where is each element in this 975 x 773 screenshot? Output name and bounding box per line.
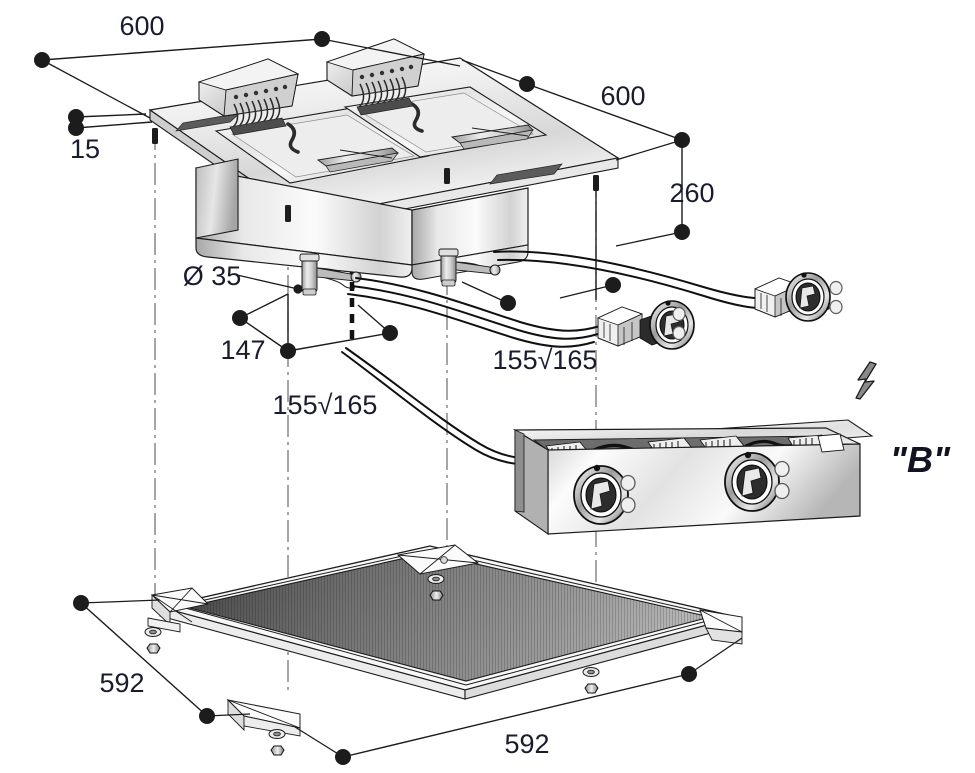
dim-endpoint [232, 310, 248, 326]
base-frame-assembly [144, 544, 743, 756]
label-260-height: 260 [669, 178, 714, 208]
panel-knob-2[interactable] [724, 451, 780, 512]
base-bracket-right [699, 609, 743, 645]
dim-endpoint [199, 708, 215, 724]
leader-centerline-right [559, 284, 614, 299]
leader-592-depth-a [80, 599, 161, 604]
label-diameter-35: Ø 35 [183, 261, 242, 291]
dim-endpoint [68, 109, 84, 125]
leader-600-width-a [41, 59, 151, 119]
detail-b-label: "B" [890, 439, 951, 480]
element-terminals-right [359, 64, 414, 80]
label-15-thickness: 15 [70, 134, 100, 164]
panel-indicators-1 [620, 474, 636, 514]
dim-endpoint [73, 595, 89, 611]
panel-knob-1[interactable] [573, 464, 629, 525]
thermostat-knob-left[interactable] [649, 300, 695, 350]
drain-valve-right [438, 248, 501, 287]
heating-element-left [197, 58, 300, 136]
dim-endpoint [681, 666, 697, 682]
fastener-washer-nut-4 [268, 729, 286, 756]
dimline-147-upper [239, 293, 289, 319]
base-frame-plate-striping [186, 553, 710, 681]
fryer-assembly [148, 38, 620, 296]
dimline-592-width [342, 673, 690, 758]
leader-drain-right [461, 281, 509, 304]
control-panel-assembly [512, 419, 874, 536]
flange-slot-left [175, 112, 242, 132]
base-bracket-left [147, 587, 210, 633]
dimension-lines [34, 31, 743, 765]
leader-592-width-a [294, 726, 344, 758]
flange-slot-right [489, 163, 563, 185]
dimline-15-a [75, 113, 147, 118]
dimline-600-depth [526, 83, 683, 141]
dim-endpoint [68, 120, 84, 136]
fastener-washer-nut-1 [144, 627, 162, 654]
indicator-lights-right [829, 280, 843, 315]
control-panel-left-lip [514, 429, 525, 513]
lightning-bolt-icon [855, 361, 877, 400]
basket-support-right [450, 124, 534, 150]
label-cable-length-right: 155√165 [493, 345, 598, 375]
dim-endpoint-small [293, 284, 303, 294]
fastener-washer-nut-2 [427, 574, 445, 601]
label-592-width: 592 [504, 729, 549, 759]
thermostat-connector-right [753, 272, 843, 322]
dim-endpoint [674, 224, 690, 240]
bowl-left-handle [286, 122, 300, 154]
control-panel-right-opening [817, 433, 845, 453]
heating-element-right [325, 38, 426, 116]
leader-260 [615, 231, 683, 247]
leader-600-depth-b [615, 139, 683, 161]
label-147-height: 147 [220, 335, 265, 365]
dimension-labels: 600 600 260 15 Ø 35 147 155√165 155√165 … [70, 11, 951, 759]
drain-valve-left [299, 253, 362, 296]
label-600-depth: 600 [600, 81, 645, 111]
dimline-15-b [75, 121, 153, 129]
label-592-depth: 592 [99, 668, 144, 698]
label-cable-length-left: 155√165 [273, 390, 378, 420]
indicator-lights-left [672, 306, 686, 341]
dimline-147-lower [239, 317, 289, 352]
dim-endpoint [519, 76, 535, 92]
label-600-width: 600 [119, 11, 164, 41]
base-bracket-top [396, 544, 480, 575]
dim-endpoint [382, 325, 398, 341]
cable-mid-a [355, 277, 601, 332]
panel-indicators-2 [774, 460, 790, 500]
basket-support-left [316, 147, 400, 173]
cable-mid-c [347, 293, 595, 348]
dim-endpoint [605, 277, 621, 293]
dim-endpoint [314, 31, 330, 47]
leader-600-depth-a [461, 59, 528, 85]
cable-mid-b [351, 285, 599, 340]
dim-endpoint [34, 52, 50, 68]
leader-600-width-b [321, 38, 461, 67]
leader-592-width-b [688, 637, 743, 675]
fryer-tank-left-side [195, 158, 239, 239]
dim-endpoint [280, 343, 296, 359]
thermostat-connector-left [596, 300, 695, 350]
dimline-600-width [41, 38, 323, 61]
dim-endpoint [500, 295, 516, 311]
dimline-592-depth [80, 602, 208, 717]
dim-endpoint [335, 749, 351, 765]
thermostat-knob-right[interactable] [785, 272, 831, 322]
leader-diameter-35 [236, 274, 299, 290]
bowl-right-handle [410, 102, 424, 133]
element-terminals-left [233, 84, 288, 100]
fastener-washer-nut-3 [582, 667, 600, 694]
dimline-147-base [287, 332, 391, 352]
